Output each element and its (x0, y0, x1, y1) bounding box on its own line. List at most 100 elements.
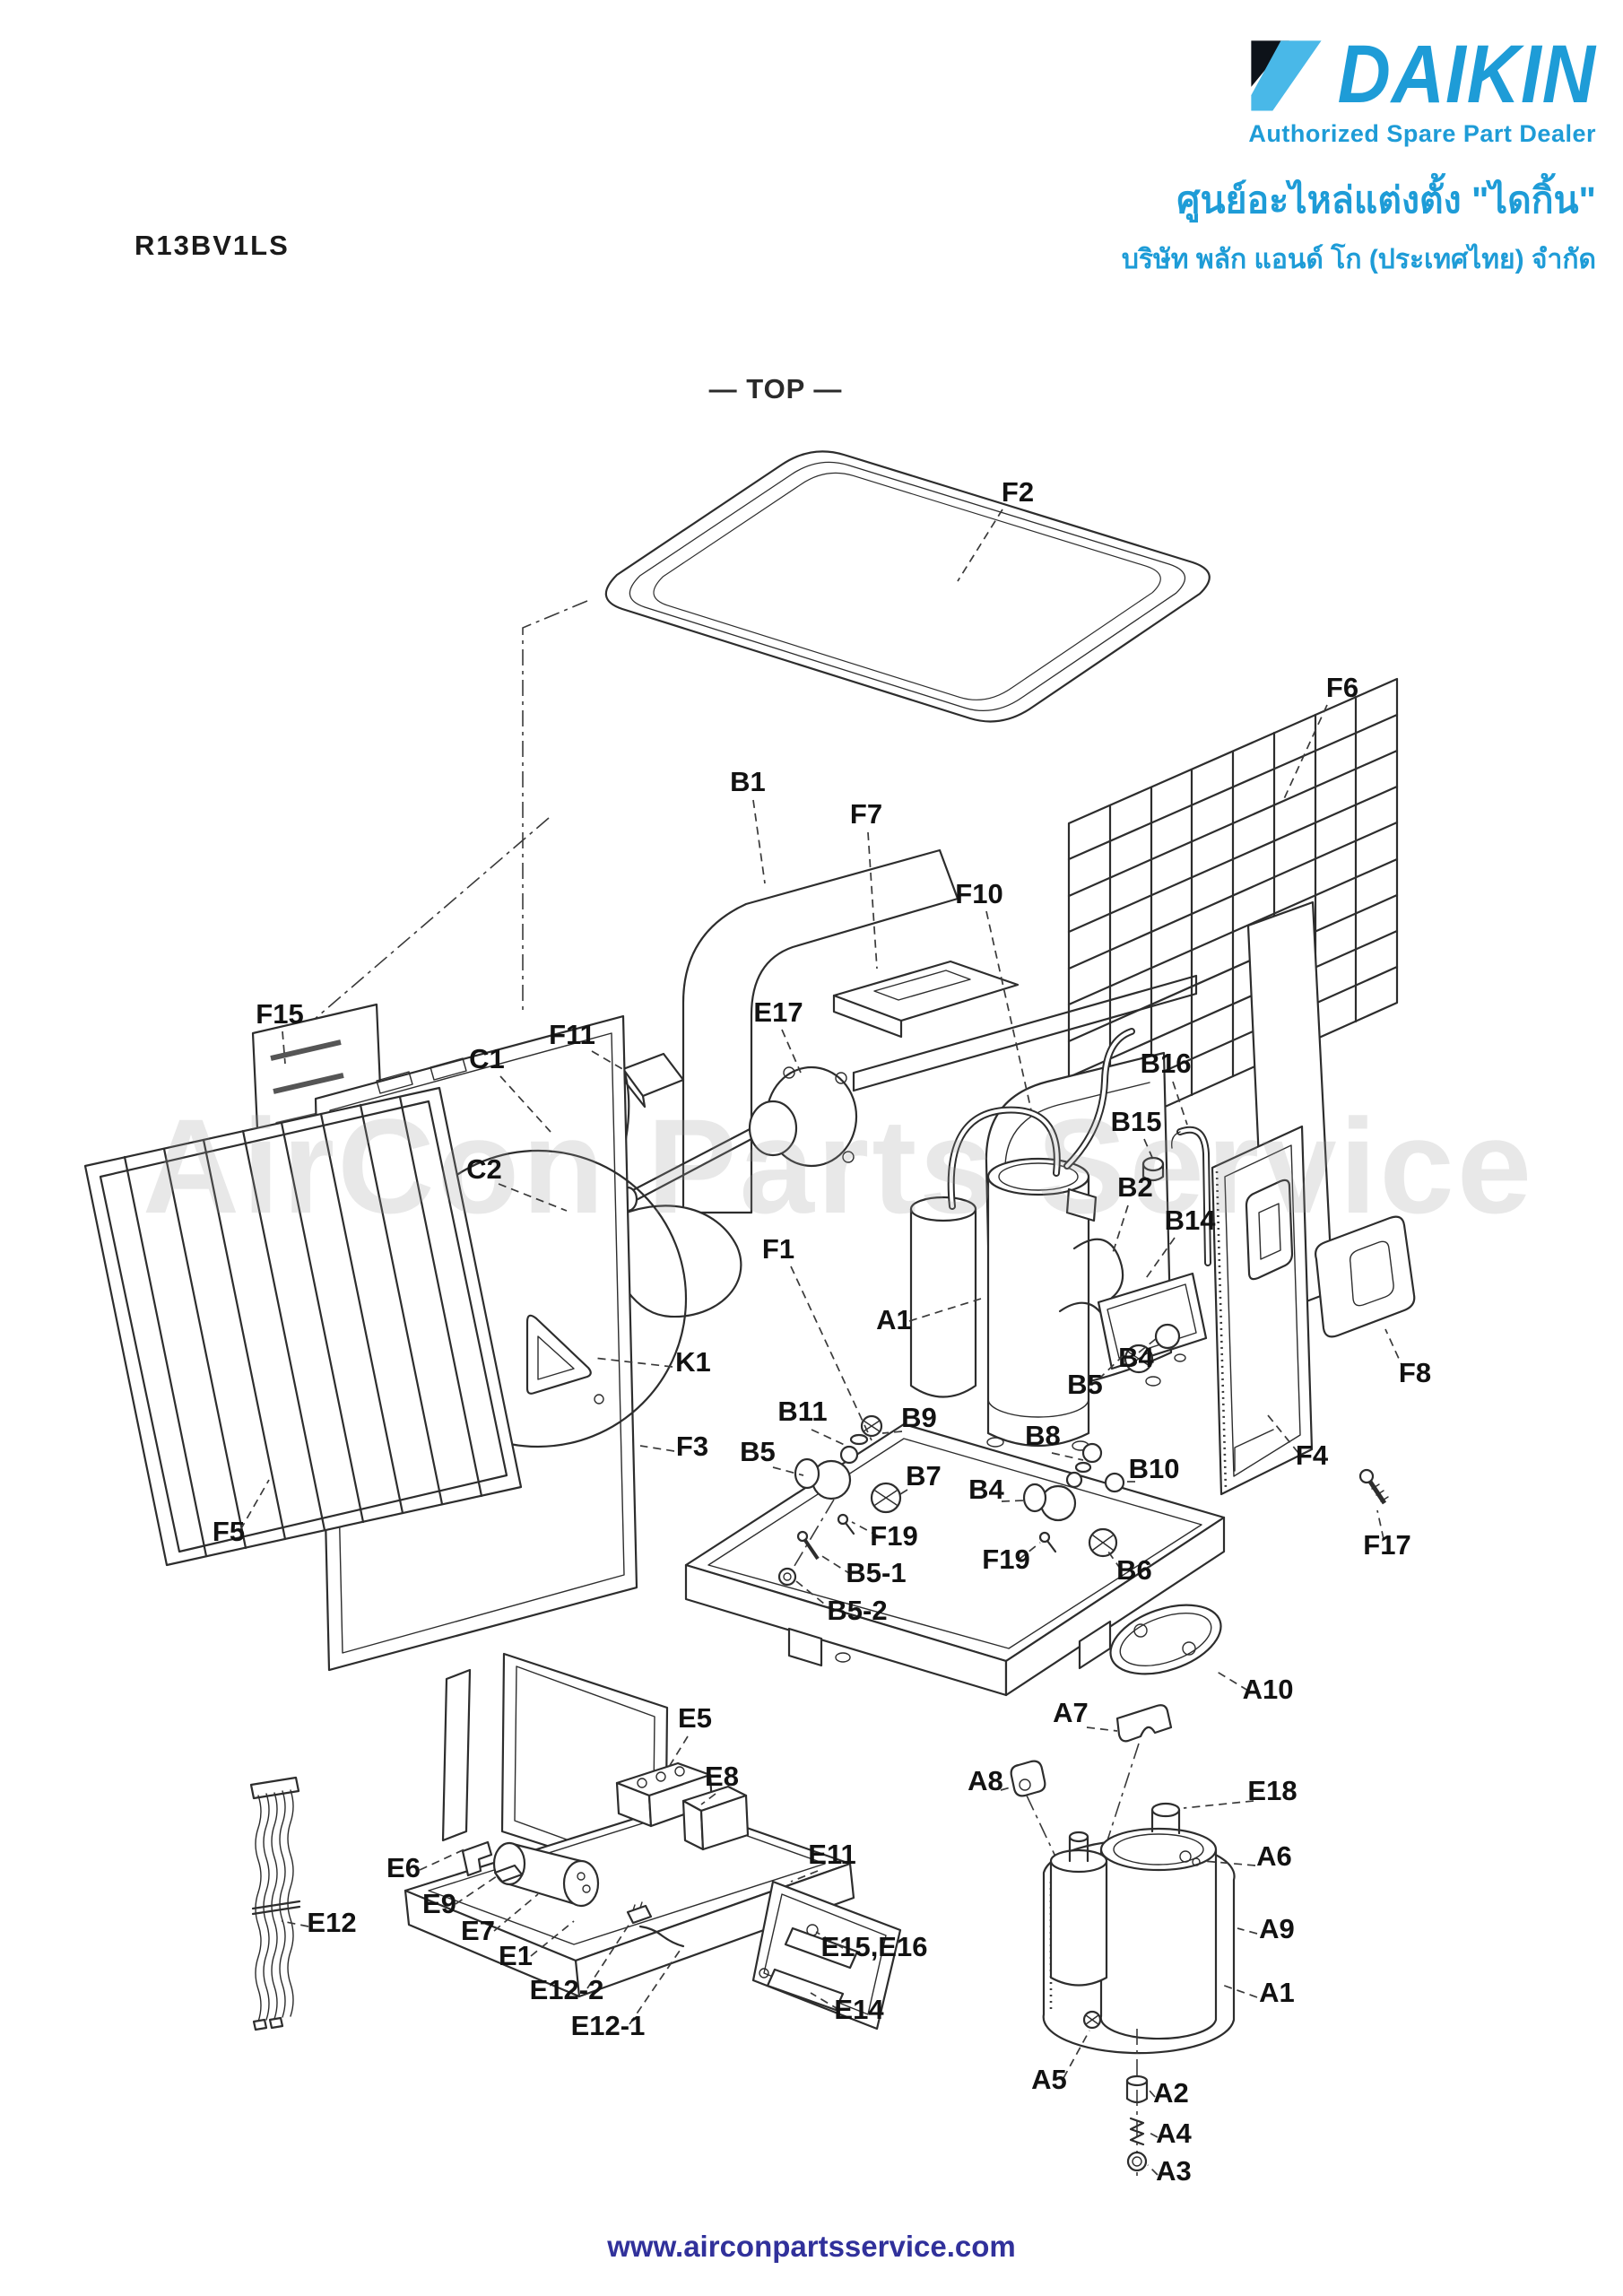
fan-motor-e17 (617, 1065, 858, 1213)
spring-a4 (1129, 2117, 1145, 2146)
leader-F1-13 (790, 1265, 872, 1441)
part-label-B11: B11 (777, 1396, 827, 1427)
relay-e8 (681, 1785, 750, 1851)
leader-A4-57 (1145, 2130, 1159, 2138)
part-label-F3: F3 (676, 1431, 708, 1462)
wire-harness-e12 (249, 1776, 301, 2031)
screw-f17 (1358, 1468, 1389, 1505)
part-label-A10: A10 (1243, 1674, 1294, 1705)
leader-B6-33 (1107, 1551, 1122, 1570)
part-label-E5: E5 (678, 1702, 712, 1734)
leader-B4-16 (1138, 1337, 1158, 1353)
model-number: R13BV1LS (135, 230, 290, 261)
leader-A3-58 (1147, 2164, 1159, 2176)
leader-B9-20 (881, 1431, 903, 1434)
leader-F8-28 (1384, 1328, 1405, 1371)
leader-B15-9 (1143, 1138, 1154, 1161)
construction-lines (268, 600, 588, 1059)
part-label-F5: F5 (213, 1516, 245, 1547)
part-label-B2: B2 (1117, 1171, 1153, 1203)
part-label-E7: E7 (461, 1915, 495, 1946)
ebox-assembly (404, 1652, 902, 2031)
brand-block: DAIKIN Authorized Spare Part Dealer ศูนย… (1122, 34, 1596, 281)
bracket-e6 (461, 1840, 493, 1877)
part-label-E14: E14 (834, 1994, 884, 2025)
sound-blanket-a10 (1109, 1604, 1222, 1675)
part-label-C2: C2 (466, 1153, 502, 1185)
part-label-B5: B5 (740, 1436, 776, 1467)
part-label-B1: B1 (730, 766, 766, 797)
view-label: — TOP — (708, 373, 843, 404)
leader-B4-26 (1001, 1500, 1025, 1502)
leader-E7-48 (493, 1893, 539, 1932)
leader-E5-38 (668, 1735, 689, 1768)
part-label-E1: E1 (499, 1940, 533, 1971)
part-label-F11: F11 (549, 1019, 595, 1050)
leader-F15-14 (282, 1031, 286, 1065)
part-label-B5: B5 (1067, 1369, 1103, 1400)
part-label-F8: F8 (1399, 1357, 1431, 1388)
pipe-b16 (1171, 1126, 1211, 1266)
leader-A6-42 (1202, 1860, 1256, 1866)
part-label-E15,E16: E15,E16 (821, 1931, 928, 1962)
leader-E8-39 (700, 1793, 716, 1805)
part-label-F1: F1 (762, 1233, 794, 1265)
leader-B5-18 (1098, 1355, 1124, 1380)
part-label-A7: A7 (1053, 1697, 1089, 1728)
fitting-a2 (1125, 2074, 1149, 2087)
leader-F17-31 (1376, 1509, 1384, 1540)
daikin-logo: DAIKIN (1122, 34, 1596, 117)
part-label-E17: E17 (753, 996, 803, 1028)
part-label-B16: B16 (1141, 1048, 1192, 1079)
side-panel-f4 (1211, 1125, 1314, 1496)
part-label-E12-1: E12-1 (571, 2010, 646, 2041)
valve-assembly-left (777, 1414, 902, 1587)
leader-C2-10 (498, 1183, 568, 1212)
watermark: AirCon Parts Service (143, 1091, 1534, 1241)
part-label-A2: A2 (1153, 2077, 1189, 2109)
leader-E12-1-54 (629, 1947, 682, 2025)
fitting-a6 (1179, 1850, 1192, 1863)
part-label-B6: B6 (1116, 1554, 1152, 1586)
part-label-E9: E9 (422, 1888, 456, 1919)
brand-tagline: Authorized Spare Part Dealer (1248, 120, 1596, 147)
part-label-B10: B10 (1129, 1453, 1180, 1484)
part-label-B15: B15 (1111, 1106, 1162, 1137)
part-label-A1: A1 (1259, 1977, 1295, 2008)
part-label-B14: B14 (1165, 1205, 1217, 1236)
part-label-F6: F6 (1326, 672, 1358, 703)
corner-cover-f8 (1315, 1215, 1416, 1338)
bracket-a7 (1107, 1704, 1173, 1841)
leader-B7-25 (899, 1489, 908, 1495)
leader-A8-40 (1000, 1786, 1014, 1791)
part-label-B4: B4 (1118, 1342, 1154, 1373)
top-panel-f2 (604, 450, 1211, 723)
terminal-block-e5 (615, 1761, 714, 1828)
leader-B16-8 (1172, 1081, 1188, 1126)
leader-F11-6 (591, 1050, 625, 1071)
leader-A10-36 (1213, 1669, 1249, 1692)
brand-name: DAIKIN (1337, 29, 1596, 121)
part-label-F15: F15 (256, 998, 303, 1030)
leader-A2-56 (1148, 2089, 1156, 2098)
part-label-E8: E8 (705, 1761, 739, 1792)
daikin-badge-k1 (525, 1314, 592, 1395)
wire-e12-1 (638, 1925, 685, 1948)
part-label-F2: F2 (1002, 476, 1034, 508)
leader-E17-5 (781, 1029, 802, 1074)
part-label-F7: F7 (850, 798, 882, 830)
part-label-B7: B7 (906, 1460, 942, 1492)
leader-E11-43 (790, 1870, 819, 1883)
brand-thai-company: บริษัท พลัก แอนด์ โก (ประเทศไทย) จำกัด (1121, 245, 1596, 274)
footer-url: www.airconpartsservice.com (607, 2230, 1016, 2263)
part-label-B9: B9 (901, 1402, 937, 1433)
part-label-F19: F19 (982, 1544, 1029, 1575)
leader-B5-1-34 (817, 1552, 853, 1576)
part-label-A6: A6 (1256, 1840, 1292, 1872)
leader-A1-51 (1219, 1983, 1258, 1998)
part-label-F17: F17 (1363, 1529, 1410, 1561)
part-label-E12: E12 (307, 1907, 356, 1938)
valve-assembly-right (1022, 1442, 1125, 1558)
leader-F19-32 (1018, 1542, 1041, 1561)
